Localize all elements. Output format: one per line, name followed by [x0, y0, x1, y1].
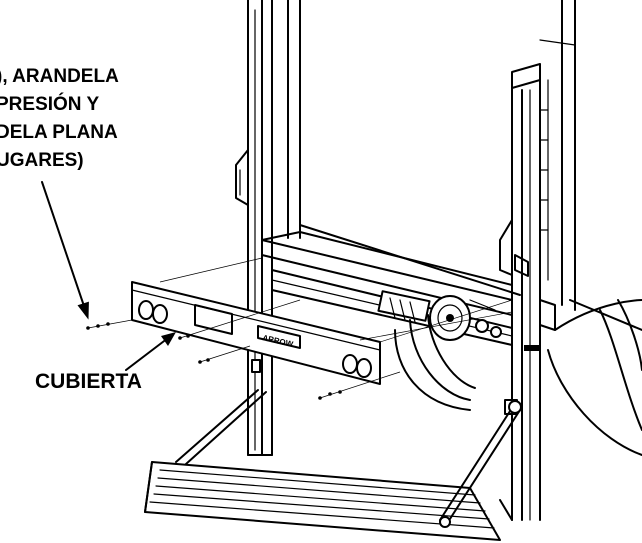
hardware-callout-line-1: ), ARANDELA [0, 66, 119, 87]
hardware-callout-line-3: DELA PLANA [0, 122, 118, 143]
platform [144, 389, 522, 541]
truck-tires [394, 299, 642, 456]
fastener-lines [86, 257, 513, 400]
motor-assembly [377, 290, 502, 341]
cover-callout-label: CUBIERTA [35, 370, 142, 393]
left-column [235, 0, 273, 456]
callout-leaders [41, 181, 176, 371]
cover-plate: ARROW [131, 281, 381, 385]
truck-body [287, 0, 642, 331]
hardware-callout-line-2: PRESIÓN Y [0, 93, 99, 115]
hardware-callout: ), ARANDELA PRESIÓN Y DELA PLANA UGARES) [0, 66, 119, 171]
hardware-callout-line-4: UGARES) [0, 150, 84, 171]
